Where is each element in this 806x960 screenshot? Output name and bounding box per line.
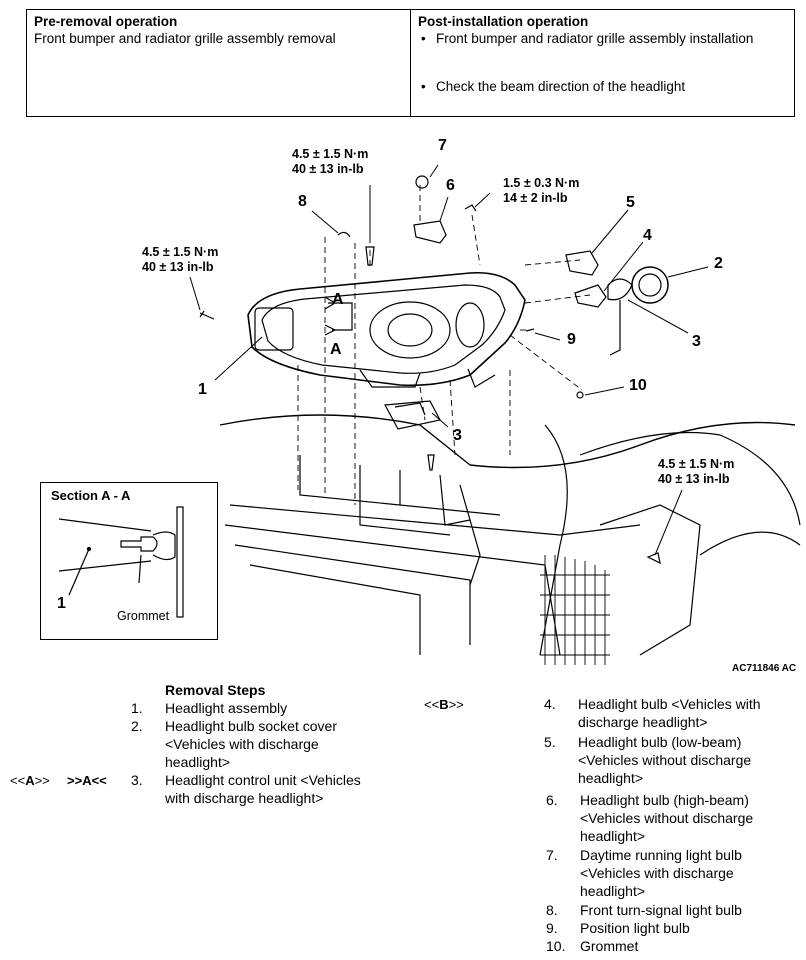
torque-label: 4.5 ± 1.5 N·m 40 ± 13 in-lb <box>292 147 368 177</box>
step-text: Headlight bulb <Vehicles with <box>578 696 761 712</box>
post-installation-title: Post-installation operation <box>418 14 589 29</box>
step-number: 7. <box>546 847 558 863</box>
step-text: <Vehicles with discharge <box>165 736 319 752</box>
callout-4: 4 <box>643 227 652 244</box>
callout-6: 6 <box>446 177 455 194</box>
step-text: headlight> <box>165 754 231 770</box>
removal-steps-title: Removal Steps <box>165 682 266 698</box>
step-text: Position light bulb <box>580 920 690 936</box>
torque-value-metric: 4.5 ± 1.5 N·m <box>292 147 369 161</box>
step-text: Headlight bulb (high-beam) <box>580 792 749 808</box>
step-text: Daytime running light bulb <box>580 847 742 863</box>
callout-10: 10 <box>629 377 647 394</box>
torque-value-imperial: 14 ± 2 in-lb <box>503 191 568 205</box>
torque-value-imperial: 40 ± 13 in-lb <box>292 162 364 176</box>
torque-value-imperial: 40 ± 13 in-lb <box>658 472 730 486</box>
step-number: 3. <box>131 772 143 788</box>
torque-value-metric: 4.5 ± 1.5 N·m <box>658 457 735 471</box>
step-number: 6. <box>546 792 558 808</box>
section-marker-a: A <box>330 341 342 358</box>
step-mark-b: <<B>> <box>424 697 464 712</box>
step-number: 8. <box>546 902 558 918</box>
step-number: 1. <box>131 700 143 716</box>
torque-label: 4.5 ± 1.5 N·m 40 ± 13 in-lb <box>658 457 734 487</box>
torque-label: 4.5 ± 1.5 N·m 40 ± 13 in-lb <box>142 245 218 275</box>
step-text: Headlight bulb socket cover <box>165 718 337 734</box>
callout-7: 7 <box>438 137 447 154</box>
post-installation-column: Post-installation operation Front bumper… <box>411 10 794 116</box>
step-text: Grommet <box>580 938 639 954</box>
step-number: 5. <box>544 734 556 750</box>
headlight-exploded-diagram: 4.5 ± 1.5 N·m 40 ± 13 in-lb 1.5 ± 0.3 N·… <box>0 125 806 680</box>
grommet-label: Grommet <box>117 609 170 623</box>
operations-table: Pre-removal operation Front bumper and r… <box>26 9 795 117</box>
step-text: <Vehicles without discharge <box>580 810 754 826</box>
section-callout: 1 <box>57 595 66 612</box>
torque-value-metric: 1.5 ± 0.3 N·m <box>503 176 580 190</box>
torque-value-imperial: 40 ± 13 in-lb <box>142 260 214 274</box>
step-text: <Vehicles without discharge <box>578 752 752 768</box>
callout-8: 8 <box>298 193 307 210</box>
callout-5: 5 <box>626 194 635 211</box>
callout-2: 2 <box>714 255 723 272</box>
callout-3-lower: 3 <box>453 427 462 444</box>
step-text: Headlight control unit <Vehicles <box>165 772 361 788</box>
step-text: with discharge headlight> <box>165 790 324 806</box>
callout-9: 9 <box>567 331 576 348</box>
diagram-drawing <box>189 164 801 665</box>
step-text: headlight> <box>578 770 644 786</box>
pre-removal-column: Pre-removal operation Front bumper and r… <box>27 10 411 116</box>
step-number: 9. <box>546 920 558 936</box>
pre-removal-item: Front bumper and radiator grille assembl… <box>34 31 336 46</box>
step-text: <Vehicles with discharge <box>580 865 734 881</box>
figure-caption: AC711846 AC <box>732 663 797 674</box>
step-number: 4. <box>544 696 556 712</box>
section-drawing <box>58 506 184 618</box>
step-text: Headlight assembly <box>165 700 288 716</box>
step-text: Headlight bulb (low-beam) <box>578 734 742 750</box>
step-text: Front turn-signal light bulb <box>580 902 742 918</box>
callout-1: 1 <box>198 381 207 398</box>
step-text: headlight> <box>580 883 646 899</box>
post-installation-item: Check the beam direction of the headligh… <box>418 78 787 95</box>
step-mark-a: <<A>> <box>10 773 50 788</box>
callout-3: 3 <box>692 333 701 350</box>
section-title: Section A - A <box>51 488 131 503</box>
step-mark-a-install: >>A<< <box>67 773 107 788</box>
pre-removal-title: Pre-removal operation <box>34 14 178 29</box>
section-a-a-inset: Section A - A 1 Grommet <box>40 482 218 640</box>
step-number: 2. <box>131 718 143 734</box>
step-number: 10. <box>546 938 566 954</box>
post-installation-item: Front bumper and radiator grille assembl… <box>418 30 787 47</box>
step-text: headlight> <box>580 828 646 844</box>
headlight-housing <box>247 271 526 387</box>
section-marker-a: A <box>332 291 344 308</box>
torque-value-metric: 4.5 ± 1.5 N·m <box>142 245 219 259</box>
step-text: discharge headlight> <box>578 714 708 730</box>
torque-label: 1.5 ± 0.3 N·m 14 ± 2 in-lb <box>503 176 579 206</box>
